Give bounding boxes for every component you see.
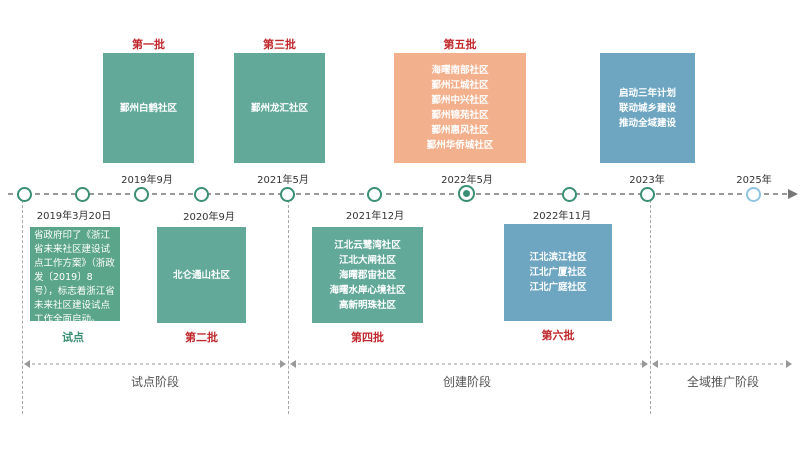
- batch-5-community: 海曙南部社区: [431, 65, 489, 76]
- timeline-node-future: [746, 187, 761, 202]
- stage-divider-build-promote: [650, 200, 651, 414]
- batch-6-box: 江北滨江社区 江北广厦社区 江北广庭社区: [504, 224, 612, 321]
- timeline-node: [134, 187, 149, 202]
- batch-6-community: 江北广厦社区: [529, 267, 587, 278]
- batch-2-box: 北仑通山社区: [157, 227, 246, 323]
- batch-5-community: 鄞州江城社区: [431, 80, 489, 91]
- plan-box: 启动三年计划 联动城乡建设 推动全域建设: [600, 53, 695, 163]
- batch-5-box: 海曙南部社区 鄞州江城社区 鄞州中兴社区 鄞州锦苑社区 鄞州惠风社区 鄞州华侨城…: [394, 53, 526, 163]
- pilot-description-box: 省政府印了《浙江省未来社区建设试点工作方案》（浙政发〔2019〕8号），标志着浙…: [30, 227, 120, 321]
- timeline-node-current: [458, 185, 475, 202]
- batch-3-community: 鄞州龙汇社区: [250, 102, 308, 114]
- batch-2-community: 北仑通山社区: [172, 269, 230, 281]
- date-2019-03-20: 2019年3月20日: [36, 211, 112, 222]
- batch-4-community: 海曙水岸心境社区: [329, 284, 406, 296]
- stage-divider-pilot-build: [288, 200, 289, 414]
- batch-5-community: 鄞州惠风社区: [431, 125, 489, 136]
- batch-4-community: 高新明珠社区: [338, 299, 396, 311]
- date-2021-05: 2021年5月: [257, 175, 309, 186]
- stage-promote: 全域推广阶段: [686, 375, 759, 389]
- batch-6-community: 江北广庭社区: [529, 282, 587, 293]
- pilot-label: 试点: [62, 331, 84, 344]
- timeline-node: [367, 187, 382, 202]
- batch-4-label: 第四批: [351, 331, 384, 344]
- batch-4-community: 海曙郡宙社区: [338, 269, 396, 281]
- batch-4-box: 江北云鹭湾社区 江北大闸社区 海曙郡宙社区 海曙水岸心境社区 高新明珠社区: [312, 227, 423, 323]
- timeline-node: [17, 187, 32, 202]
- batch-3-label: 第三批: [263, 38, 296, 51]
- date-2022-05: 2022年5月: [441, 175, 493, 186]
- batch-6-label: 第六批: [541, 329, 575, 342]
- timeline-node: [280, 187, 295, 202]
- date-2022-11: 2022年11月: [532, 211, 592, 222]
- plan-item: 推动全域建设: [618, 117, 676, 129]
- plan-item: 启动三年计划: [618, 87, 676, 99]
- batch-5-community: 鄞州锦苑社区: [431, 110, 489, 121]
- batch-6-community: 江北滨江社区: [529, 252, 587, 263]
- batch-4-community: 江北云鹭湾社区: [334, 239, 401, 251]
- timeline-node: [75, 187, 90, 202]
- batch-1-box: 鄞州白鹤社区: [103, 53, 194, 163]
- batch-3-box: 鄞州龙汇社区: [234, 53, 325, 163]
- batch-1-label: 第一批: [132, 38, 165, 51]
- pilot-description: 省政府印了《浙江省未来社区建设试点工作方案》（浙政发〔2019〕8号），标志着浙…: [34, 230, 115, 321]
- date-2019-09: 2019年9月: [121, 175, 173, 186]
- timeline-node: [640, 187, 655, 202]
- batch-4-community: 江北大闸社区: [338, 254, 396, 266]
- plan-item: 联动城乡建设: [618, 102, 676, 114]
- stage-divider-start: [22, 200, 23, 414]
- date-2025: 2025年: [736, 175, 772, 186]
- timeline-node: [194, 187, 209, 202]
- batch-5-community: 鄞州中兴社区: [431, 95, 489, 106]
- batch-5-label: 第五批: [443, 38, 477, 51]
- batch-5-community: 鄞州华侨城社区: [426, 140, 494, 151]
- batch-2-label: 第二批: [185, 331, 218, 344]
- stage-pilot: 试点阶段: [130, 375, 179, 389]
- date-2023: 2023年: [629, 175, 665, 186]
- timeline-node: [562, 187, 577, 202]
- stage-build: 创建阶段: [442, 375, 491, 389]
- date-2021-12: 2021年12月: [345, 211, 405, 222]
- date-2020-09: 2020年9月: [183, 212, 235, 223]
- batch-1-community: 鄞州白鹤社区: [119, 102, 177, 114]
